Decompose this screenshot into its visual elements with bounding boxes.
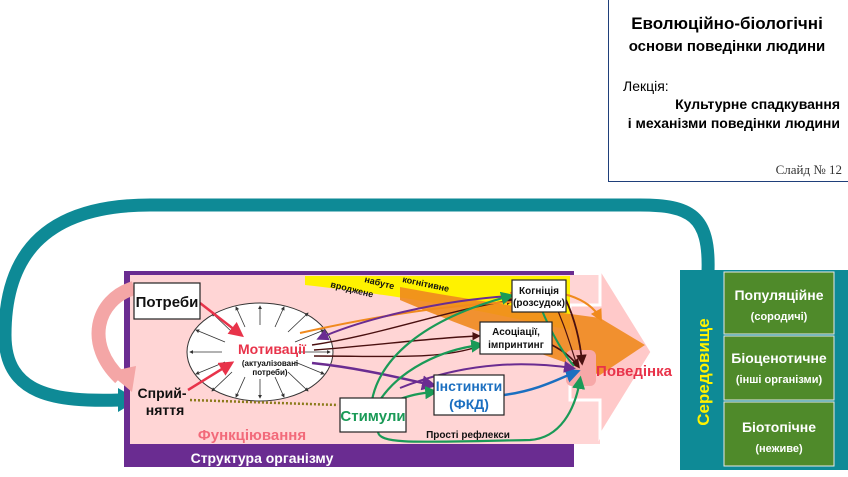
needs-to-perception-arrow <box>91 281 137 384</box>
lecture-title-line2: і механізми поведінки людини <box>627 115 840 131</box>
slide-title-line2: основи поведінки людини <box>628 38 826 55</box>
cognition-box <box>511 279 567 313</box>
simple-reflex-arrow <box>376 375 586 443</box>
env-box-population <box>723 271 835 335</box>
slide-number: Слайд № 12 <box>775 162 842 177</box>
motivation-cognition-orange <box>299 301 513 334</box>
associations-box <box>479 321 553 355</box>
perception-line2: няття <box>146 402 185 418</box>
env-biocenotic-line2: (інші організми) <box>736 374 823 386</box>
behavior-label: Поведінка <box>596 363 673 380</box>
env-biocenotic-line1: Біоценотичне <box>731 350 827 366</box>
functioning-label: Функціювання <box>198 427 306 444</box>
cognition-line2: (розсудок) <box>513 298 565 309</box>
organism-structure-label: Структура організму <box>191 450 334 466</box>
cognition-line1: Когніція <box>519 286 559 297</box>
slide-title-line1: Еволюційно-біологічні <box>631 14 823 33</box>
env-population-line1: Популяційне <box>734 287 823 303</box>
environment-title: Середовище <box>694 318 713 425</box>
stimuli-label: Стимули <box>340 408 405 425</box>
env-population-line2: (сородичі) <box>751 311 808 323</box>
motivations-sub1: (актуалізовані <box>242 359 298 368</box>
title-box: Еволюційно-біологічні основи поведінки л… <box>608 0 848 182</box>
motivation-instinct-arrow <box>311 361 437 391</box>
lecture-label: Лекція: <box>623 78 669 94</box>
cognition-feedback-arrow <box>316 295 513 341</box>
associations-line1: Асоціації, <box>492 327 540 338</box>
simple-reflexes-label: Прості рефлекси <box>426 429 510 441</box>
associations-to-behavior <box>551 344 580 369</box>
needs-label: Потреби <box>136 294 199 311</box>
stimuli-to-associations <box>379 339 485 401</box>
env-box-biotopic <box>723 401 835 467</box>
instincts-to-behavior <box>503 368 581 397</box>
cognition-to-behavior <box>565 299 587 366</box>
instincts-line2: (ФКД) <box>449 396 489 412</box>
motivations-sub2: потреби) <box>252 368 288 377</box>
stimuli-to-cognition <box>370 291 515 401</box>
env-biotopic-line1: Біотопічне <box>742 419 816 435</box>
motivation-association-link <box>313 332 481 351</box>
perception-to-motivations-arrow <box>187 361 235 392</box>
stimuli-box <box>339 397 407 433</box>
instincts-box <box>433 374 505 416</box>
motivation-association-link-2 <box>313 345 481 358</box>
perception-to-stimuli-line <box>189 398 339 407</box>
motivation-cognition-link <box>311 296 515 346</box>
perception-line1: Сприй- <box>138 385 187 401</box>
feedback-loop-arrow <box>0 198 715 407</box>
instincts-line1: Інстинкти <box>436 378 503 394</box>
motivations-ellipse <box>186 302 334 402</box>
stimuli-to-behavior-purple <box>399 360 576 389</box>
pink-arrowhead <box>108 366 136 392</box>
env-biotopic-line2: (неживе) <box>755 443 803 455</box>
needs-box <box>133 282 201 320</box>
env-box-biocenotic <box>723 335 835 401</box>
motivations-label: Мотивації <box>238 341 307 357</box>
associations-line2: імпринтинг <box>488 340 544 351</box>
lecture-title-line1: Культурне спадкування <box>675 96 840 112</box>
needs-to-motivations-arrow <box>199 302 244 338</box>
